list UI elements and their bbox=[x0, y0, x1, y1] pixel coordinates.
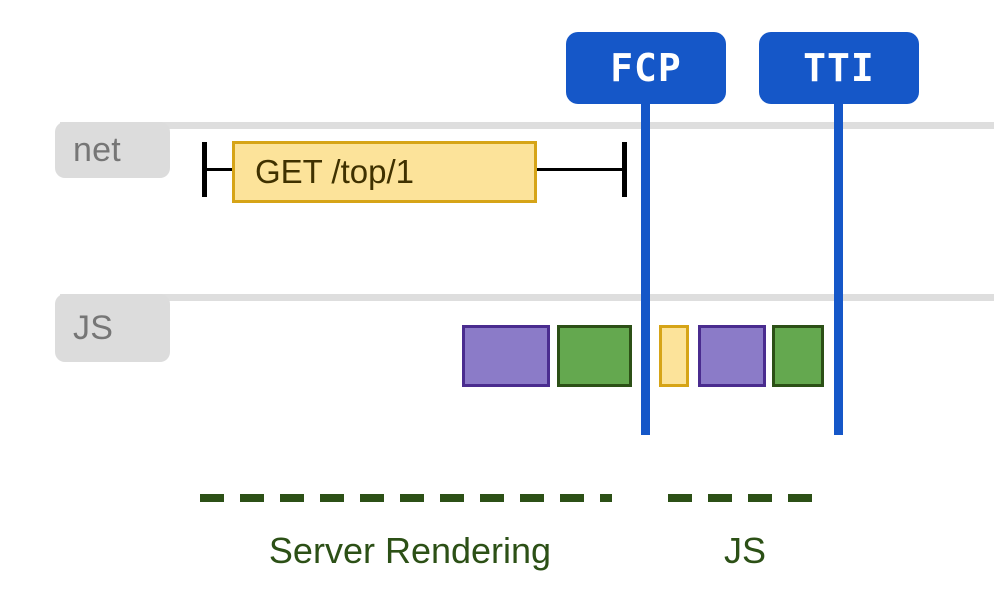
lane-label-net: net bbox=[55, 122, 170, 178]
tti-marker-line bbox=[834, 100, 843, 435]
js-task-block-4[interactable] bbox=[698, 325, 766, 387]
network-start-whisker bbox=[202, 142, 207, 197]
fcp-marker-line bbox=[641, 100, 650, 435]
phase-label-server-rendering: Server Rendering bbox=[268, 530, 552, 571]
lane-rail-js bbox=[60, 294, 994, 301]
phase-label-js: JS bbox=[723, 530, 766, 571]
network-stem-right bbox=[534, 168, 624, 171]
js-task-block-3[interactable] bbox=[659, 325, 689, 387]
lane-label-js: JS bbox=[55, 294, 170, 362]
tti-marker-chip[interactable]: TTI bbox=[759, 32, 919, 104]
fcp-marker-chip[interactable]: FCP bbox=[566, 32, 726, 104]
lane-rail-net bbox=[60, 122, 994, 129]
network-end-whisker bbox=[622, 142, 627, 197]
js-phase-arrow bbox=[668, 494, 816, 502]
js-task-block-2[interactable] bbox=[557, 325, 632, 387]
server-rendering-phase-arrow bbox=[200, 494, 612, 502]
js-task-block-1[interactable] bbox=[462, 325, 550, 387]
network-request-bar[interactable]: GET /top/1 bbox=[232, 141, 537, 203]
js-task-block-5[interactable] bbox=[772, 325, 824, 387]
network-stem-left bbox=[205, 168, 235, 171]
